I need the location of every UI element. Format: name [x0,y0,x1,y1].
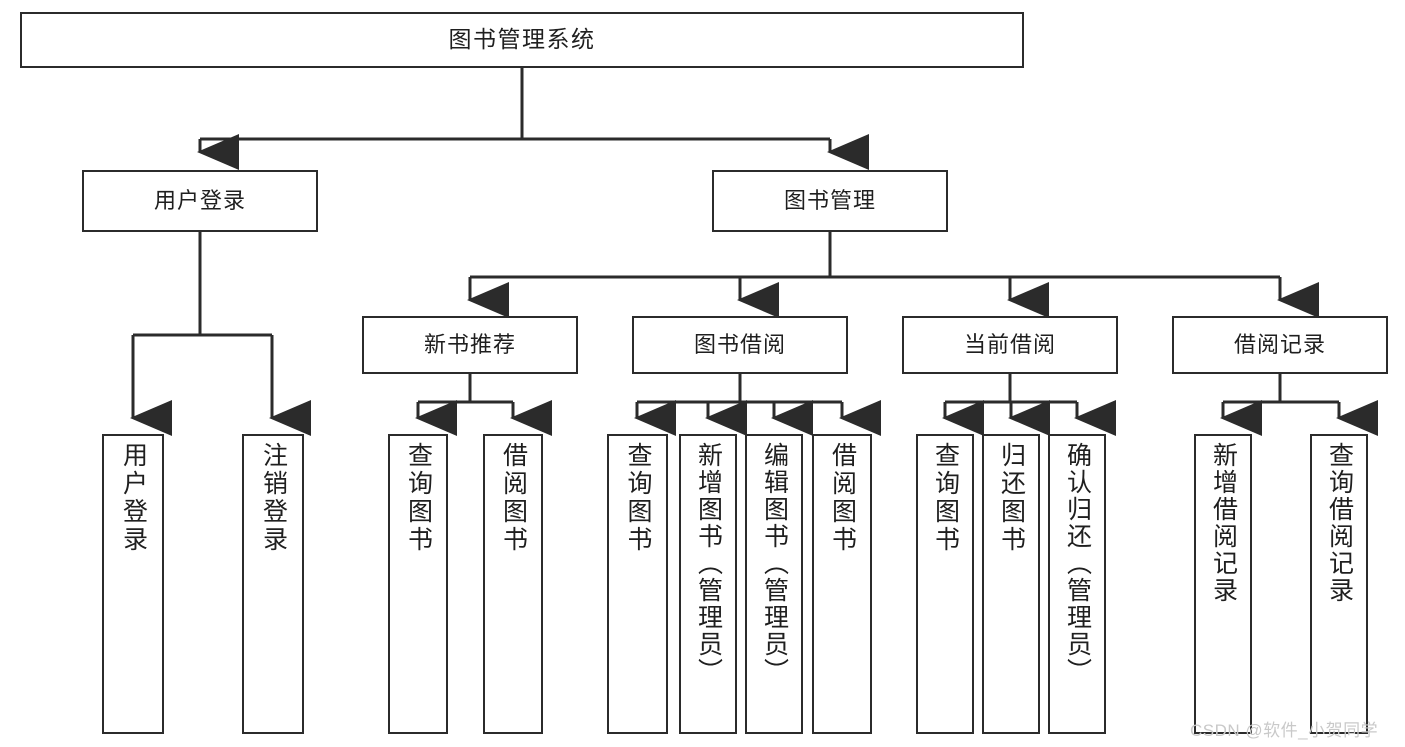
leaf-query-book-current[interactable]: 查询图书 [916,434,974,734]
leaf-borrow-book[interactable]: 借阅图书 [812,434,872,734]
leaf-user-logout[interactable]: 注销登录 [242,434,304,734]
leaf-label: 新增图书（管理员） [694,442,723,685]
leaf-edit-book-admin[interactable]: 编辑图书（管理员） [745,434,803,734]
node-root[interactable]: 图书管理系统 [20,12,1024,68]
node-borrow-record[interactable]: 借阅记录 [1172,316,1388,374]
node-borrow-record-label: 借阅记录 [1233,332,1326,358]
node-current-borrow-label: 当前借阅 [963,332,1056,358]
leaf-label: 新增借阅记录 [1209,442,1238,604]
leaf-label: 借阅图书 [499,442,528,554]
node-book-management[interactable]: 图书管理 [712,170,948,232]
leaf-label: 归还图书 [997,442,1026,554]
leaf-label: 注销登录 [259,442,288,554]
node-new-book-recommend[interactable]: 新书推荐 [362,316,578,374]
leaf-borrow-book-recommend[interactable]: 借阅图书 [483,434,543,734]
leaf-return-book[interactable]: 归还图书 [982,434,1040,734]
node-book-management-label: 图书管理 [783,188,876,214]
leaf-add-book-admin[interactable]: 新增图书（管理员） [679,434,737,734]
leaf-label: 查询图书 [931,442,960,554]
leaf-query-book-borrow[interactable]: 查询图书 [607,434,668,734]
node-root-label: 图书管理系统 [448,26,596,53]
leaf-label: 借阅图书 [828,442,857,554]
leaf-user-login[interactable]: 用户登录 [102,434,164,734]
leaf-label: 编辑图书（管理员） [760,442,789,685]
node-book-borrow-label: 图书借阅 [693,332,786,358]
leaf-query-book-recommend[interactable]: 查询图书 [388,434,448,734]
leaf-label: 确认归还（管理员） [1063,442,1092,685]
leaf-label: 查询图书 [404,442,433,554]
node-book-borrow[interactable]: 图书借阅 [632,316,848,374]
leaf-add-borrow-record[interactable]: 新增借阅记录 [1194,434,1252,734]
watermark: CSDN @软件_小贺同学 [1190,721,1379,740]
leaf-query-borrow-record[interactable]: 查询借阅记录 [1310,434,1368,734]
leaf-label: 用户登录 [119,442,148,554]
node-user-login[interactable]: 用户登录 [82,170,318,232]
node-user-login-label: 用户登录 [153,188,246,214]
leaf-label: 查询借阅记录 [1325,442,1354,604]
leaf-label: 查询图书 [624,442,652,554]
node-new-book-recommend-label: 新书推荐 [423,332,516,358]
leaf-confirm-return-admin[interactable]: 确认归还（管理员） [1048,434,1106,734]
node-current-borrow[interactable]: 当前借阅 [902,316,1118,374]
